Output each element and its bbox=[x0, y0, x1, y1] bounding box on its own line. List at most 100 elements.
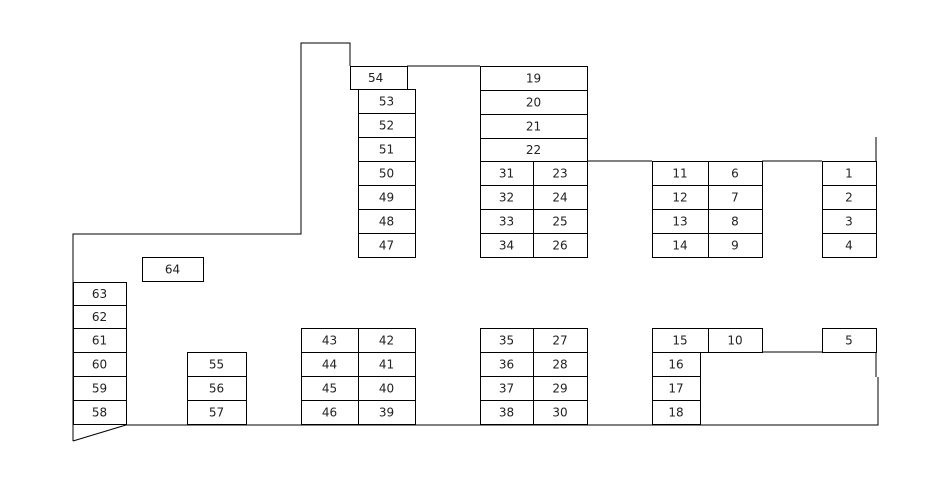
stall-61: 61 bbox=[73, 328, 127, 353]
stall-52: 52 bbox=[358, 113, 416, 138]
stall-box bbox=[652, 352, 701, 377]
stall-25: 25 bbox=[533, 209, 588, 234]
stall-box bbox=[652, 400, 701, 425]
stall-number: 53 bbox=[379, 95, 394, 109]
stall-9: 9 bbox=[708, 233, 763, 258]
stall-23: 23 bbox=[533, 161, 588, 186]
stall-number: 5 bbox=[845, 334, 853, 348]
stall-number: 12 bbox=[672, 191, 687, 205]
stall-number: 33 bbox=[499, 215, 514, 229]
stall-48: 48 bbox=[358, 209, 416, 234]
stall-box bbox=[73, 352, 127, 377]
entrance-wedge bbox=[72, 424, 127, 442]
stall-number: 45 bbox=[322, 382, 337, 396]
stall-number: 29 bbox=[552, 382, 567, 396]
stall-45: 45 bbox=[301, 376, 359, 401]
stall-1: 1 bbox=[822, 161, 877, 186]
stall-number: 44 bbox=[322, 358, 337, 372]
stall-box bbox=[187, 352, 247, 377]
stall-35: 35 bbox=[480, 328, 534, 353]
stall-31: 31 bbox=[480, 161, 534, 186]
stall-32: 32 bbox=[480, 185, 534, 210]
stall-box bbox=[533, 376, 588, 401]
stall-21: 21 bbox=[480, 114, 588, 139]
stall-number: 32 bbox=[499, 191, 514, 205]
stall-number: 6 bbox=[731, 167, 739, 181]
stall-box bbox=[822, 328, 877, 353]
stall-62: 62 bbox=[73, 305, 127, 329]
stall-box bbox=[480, 352, 534, 377]
stall-number: 51 bbox=[379, 143, 394, 157]
stall-37: 37 bbox=[480, 376, 534, 401]
stall-number: 61 bbox=[92, 334, 107, 348]
stall-number: 62 bbox=[92, 310, 107, 324]
stall-box bbox=[708, 328, 763, 353]
stall-box bbox=[187, 376, 247, 401]
left-wall bbox=[72, 42, 351, 441]
stall-number: 35 bbox=[499, 334, 514, 348]
stall-26: 26 bbox=[533, 233, 588, 258]
stall-number: 30 bbox=[552, 406, 567, 420]
stall-number: 54 bbox=[368, 71, 383, 85]
stall-box bbox=[708, 209, 763, 234]
stall-20: 20 bbox=[480, 90, 588, 115]
stall-number: 58 bbox=[92, 406, 107, 420]
stall-number: 56 bbox=[209, 382, 224, 396]
stall-30: 30 bbox=[533, 400, 588, 425]
stall-58: 58 bbox=[73, 400, 127, 425]
stall-box bbox=[73, 400, 127, 425]
stall-box bbox=[358, 233, 416, 258]
stall-15: 15 bbox=[652, 328, 709, 353]
stall-box bbox=[480, 400, 534, 425]
stall-box bbox=[533, 161, 588, 186]
stall-box bbox=[480, 376, 534, 401]
stall-box bbox=[652, 161, 709, 186]
stall-16: 16 bbox=[652, 352, 701, 377]
stall-55: 55 bbox=[187, 352, 247, 377]
stall-box bbox=[358, 89, 416, 114]
stall-number: 8 bbox=[731, 215, 739, 229]
stall-box bbox=[358, 376, 416, 401]
stall-18: 18 bbox=[652, 400, 701, 425]
stall-box bbox=[652, 185, 709, 210]
stall-number: 49 bbox=[379, 191, 394, 205]
stall-3: 3 bbox=[822, 209, 877, 234]
stall-number: 24 bbox=[552, 191, 567, 205]
stall-46: 46 bbox=[301, 400, 359, 425]
stall-number: 36 bbox=[499, 358, 514, 372]
stall-number: 55 bbox=[209, 358, 224, 372]
stall-number: 50 bbox=[379, 167, 394, 181]
stall-50: 50 bbox=[358, 161, 416, 186]
stall-51: 51 bbox=[358, 137, 416, 162]
stall-number: 47 bbox=[379, 239, 394, 253]
stall-number: 13 bbox=[672, 215, 687, 229]
stall-number: 25 bbox=[552, 215, 567, 229]
stall-number: 1 bbox=[845, 167, 853, 181]
stall-box bbox=[73, 376, 127, 401]
stall-box bbox=[480, 114, 588, 139]
stall-box bbox=[822, 233, 877, 258]
stall-number: 19 bbox=[526, 72, 541, 86]
stall-number: 31 bbox=[499, 167, 514, 181]
stall-43: 43 bbox=[301, 328, 359, 353]
stall-11: 11 bbox=[652, 161, 709, 186]
stall-number: 42 bbox=[379, 334, 394, 348]
stall-number: 20 bbox=[526, 96, 541, 110]
stall-64: 64 bbox=[142, 257, 204, 282]
stall-number: 4 bbox=[845, 239, 853, 253]
stall-8: 8 bbox=[708, 209, 763, 234]
stall-box bbox=[350, 66, 408, 90]
stall-number: 52 bbox=[379, 119, 394, 133]
stall-number: 14 bbox=[672, 239, 687, 253]
stall-number: 16 bbox=[668, 358, 683, 372]
stall-number: 7 bbox=[731, 191, 739, 205]
stall-box bbox=[301, 352, 359, 377]
stall-47: 47 bbox=[358, 233, 416, 258]
stall-number: 40 bbox=[379, 382, 394, 396]
stall-22: 22 bbox=[480, 138, 588, 162]
stall-7: 7 bbox=[708, 185, 763, 210]
stall-number: 18 bbox=[668, 406, 683, 420]
stall-14: 14 bbox=[652, 233, 709, 258]
stall-group: 1234567891011121314151617181920212223242… bbox=[73, 66, 877, 425]
